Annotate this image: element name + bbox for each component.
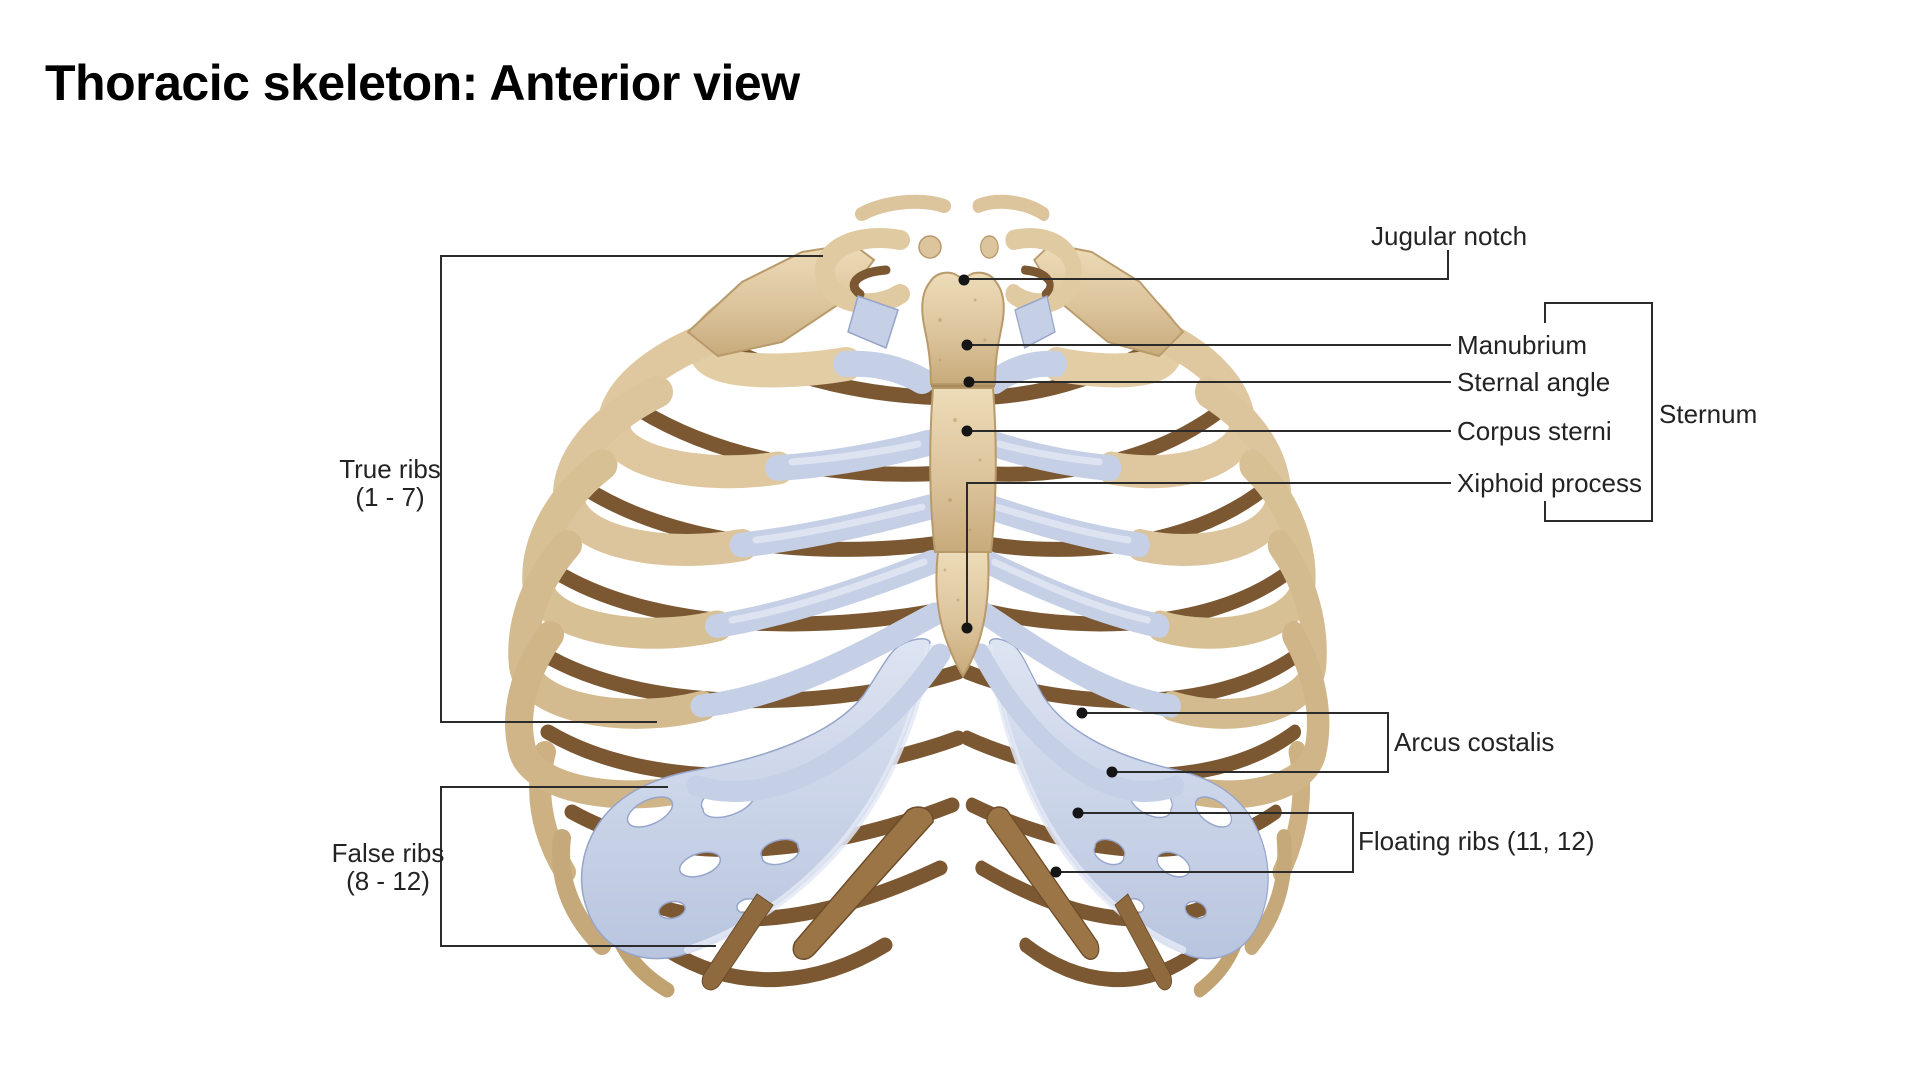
corpus-sterni-dot — [961, 425, 973, 437]
manubrium-dot — [961, 339, 973, 351]
label-true-ribs-line1: True ribs — [339, 454, 441, 484]
xiphoid-dot — [961, 622, 973, 634]
xiphoid-leader — [966, 482, 1451, 628]
arcus-costalis-bracket — [1082, 712, 1389, 773]
page-title: Thoracic skeleton: Anterior view — [45, 54, 800, 111]
sternal-angle-dot — [963, 376, 975, 388]
label-floating-ribs: Floating ribs (11, 12) — [1358, 826, 1595, 856]
arcus-dot-2 — [1106, 766, 1118, 778]
label-sternal-angle: Sternal angle — [1457, 367, 1611, 397]
label-true-ribs-line2: (1 - 7) — [355, 482, 425, 512]
arcus-dot-1 — [1076, 707, 1088, 719]
label-arcus-costalis: Arcus costalis — [1394, 727, 1555, 757]
label-true-ribs: True ribs (1 - 7) — [310, 455, 470, 511]
label-false-ribs-line2: (8 - 12) — [346, 866, 430, 896]
label-false-ribs-line1: False ribs — [331, 838, 445, 868]
label-sternum: Sternum — [1659, 399, 1758, 429]
true-ribs-bracket — [440, 255, 823, 723]
sternum-bone — [921, 271, 1005, 678]
label-xiphoid-process: Xiphoid process — [1457, 468, 1642, 498]
label-false-ribs: False ribs (8 - 12) — [308, 839, 468, 895]
false-ribs-bracket — [440, 786, 716, 947]
floating-dot-2 — [1050, 866, 1062, 878]
label-corpus-sterni: Corpus sterni — [1457, 416, 1612, 446]
label-manubrium: Manubrium — [1457, 330, 1588, 360]
jugular-notch-dot — [958, 274, 970, 286]
floating-ribs-bracket — [1056, 812, 1354, 873]
jugular-notch-leader — [965, 250, 1449, 280]
floating-dot-1 — [1072, 807, 1084, 819]
label-jugular-notch: Jugular notch — [1371, 221, 1528, 251]
sternum-bracket — [1544, 302, 1653, 522]
